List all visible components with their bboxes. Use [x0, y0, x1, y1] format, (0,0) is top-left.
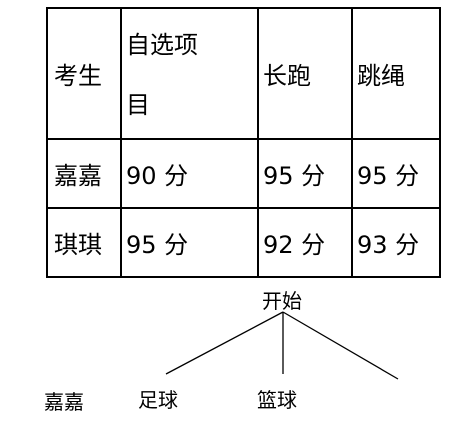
score-table: 考生 自选项 目 长跑 跳绳 嘉嘉 90 分 95 分 95 分 琪琪 95 分…: [46, 7, 441, 278]
row-name-cell: 琪琪: [46, 207, 122, 278]
header-elective-line1: 自选项: [126, 30, 198, 59]
header-cell-long-run: 长跑: [257, 7, 353, 140]
table-row: 嘉嘉 90 分 95 分 95 分: [46, 138, 441, 209]
header-cell-jump-rope: 跳绳: [351, 7, 441, 140]
row-score-cell: 95 分: [257, 138, 353, 209]
row-score-cell: 95 分: [120, 207, 259, 278]
header-elective-line2: 目: [126, 90, 150, 119]
tree-leaf-label: 足球: [138, 388, 178, 412]
row-name-cell: 嘉嘉: [46, 138, 122, 209]
tree-branch-right: [282, 311, 399, 380]
tree-branch-left: [165, 311, 284, 375]
header-cell-candidate: 考生: [46, 7, 122, 140]
tree-root-label: 开始: [262, 289, 302, 313]
tree-row-label: 嘉嘉: [44, 390, 84, 414]
row-score-cell: 92 分: [257, 207, 353, 278]
table-row: 琪琪 95 分 92 分 93 分: [46, 207, 441, 278]
header-cell-elective: 自选项 目: [120, 7, 259, 140]
row-score-cell: 93 分: [351, 207, 441, 278]
row-score-cell: 95 分: [351, 138, 441, 209]
row-score-cell: 90 分: [120, 138, 259, 209]
table-header-row: 考生 自选项 目 长跑 跳绳: [46, 7, 441, 140]
tree-leaf-label: 篮球: [257, 388, 297, 412]
